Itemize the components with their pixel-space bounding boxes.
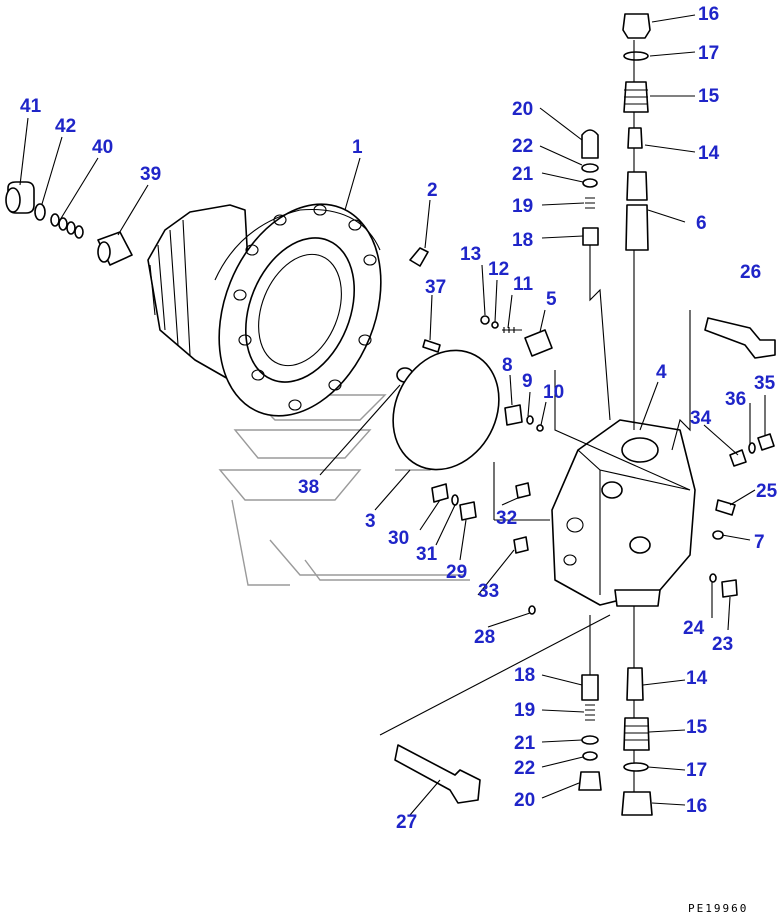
callout-1: 1	[352, 137, 363, 158]
callout-14-top: 14	[698, 143, 720, 164]
callout-7: 7	[754, 532, 765, 553]
callout-33: 33	[478, 581, 499, 602]
callout-15-bottom: 15	[686, 717, 708, 738]
callout-14-bottom: 14	[686, 668, 708, 689]
callout-16-top: 16	[698, 4, 719, 25]
callout-18-bottom: 18	[514, 665, 535, 686]
callout-19-bottom: 19	[514, 700, 535, 721]
callout-23: 23	[712, 634, 733, 655]
callout-24: 24	[683, 618, 705, 639]
bolt-2	[409, 247, 429, 267]
plug-30	[431, 483, 449, 503]
callout-21-bottom: 21	[514, 733, 536, 754]
plug-32	[515, 482, 531, 499]
drawing-code: PE19960	[688, 902, 748, 915]
bolt-27	[394, 744, 481, 804]
plug-33	[513, 536, 529, 554]
callout-17-bottom: 17	[686, 760, 707, 781]
plug-29	[459, 501, 477, 521]
callout-3: 3	[365, 511, 376, 532]
valve-stack-bottom	[578, 667, 653, 816]
pin-37	[422, 339, 441, 353]
seal-9	[526, 415, 534, 425]
plug-8	[504, 404, 523, 426]
callout-35: 35	[754, 373, 776, 394]
plug-25	[715, 499, 736, 516]
plug-41	[5, 181, 35, 214]
seal-10	[536, 424, 544, 432]
callout-16-bottom: 16	[686, 796, 707, 817]
callout-17-top: 17	[698, 43, 719, 64]
callout-13: 13	[460, 244, 481, 265]
callout-22-bottom: 22	[514, 758, 535, 779]
ball-28	[528, 605, 536, 615]
callout-11: 11	[513, 274, 534, 295]
callout-22-top: 22	[512, 136, 533, 157]
callout-32: 32	[496, 508, 517, 529]
callout-26: 26	[740, 262, 761, 283]
callout-2: 2	[427, 180, 438, 201]
valve-stack-top	[581, 13, 651, 251]
plug-35	[757, 433, 775, 451]
callout-41: 41	[20, 96, 42, 117]
callout-28: 28	[474, 627, 495, 648]
callout-30: 30	[388, 528, 409, 549]
valve-body	[551, 419, 696, 607]
callout-20-top: 20	[512, 99, 533, 120]
callout-37: 37	[425, 277, 446, 298]
callout-8: 8	[502, 355, 513, 376]
callout-25: 25	[756, 481, 778, 502]
callout-4: 4	[656, 362, 667, 383]
callout-21-top: 21	[512, 164, 534, 185]
plug-23	[721, 579, 738, 598]
callout-39: 39	[140, 164, 161, 185]
ball-24	[709, 573, 717, 583]
shims-40	[50, 213, 84, 239]
final-drive-housing	[147, 203, 382, 417]
parts-11-12-13	[480, 315, 522, 333]
callout-31: 31	[416, 544, 438, 565]
callout-27: 27	[396, 812, 417, 833]
plug-34	[729, 449, 747, 467]
o-ring-3	[392, 349, 500, 471]
callout-38: 38	[298, 477, 319, 498]
bolt-26	[704, 317, 776, 359]
pin-39	[97, 231, 133, 266]
callout-29: 29	[446, 562, 467, 583]
o-ring-42	[34, 203, 46, 221]
callout-labels: 1 2 3 4 5 6 7 8 9 10 11 12 13 14 14 15 1…	[20, 4, 778, 833]
callout-9: 9	[522, 371, 533, 392]
ring-36	[748, 442, 756, 454]
callout-42: 42	[55, 116, 76, 137]
callout-18-top: 18	[512, 230, 533, 251]
callout-12: 12	[488, 259, 509, 280]
callout-36: 36	[725, 389, 746, 410]
callout-6: 6	[696, 213, 707, 234]
ring-31	[451, 494, 459, 506]
plug-7	[712, 530, 724, 540]
callout-34: 34	[690, 408, 712, 429]
callout-15-top: 15	[698, 86, 720, 107]
callout-19-top: 19	[512, 196, 533, 217]
plug-5	[524, 329, 553, 357]
leader-lines	[19, 14, 766, 816]
callout-5: 5	[546, 289, 557, 310]
callout-40: 40	[92, 137, 113, 158]
callout-10: 10	[543, 382, 564, 403]
callout-20-bottom: 20	[514, 790, 535, 811]
